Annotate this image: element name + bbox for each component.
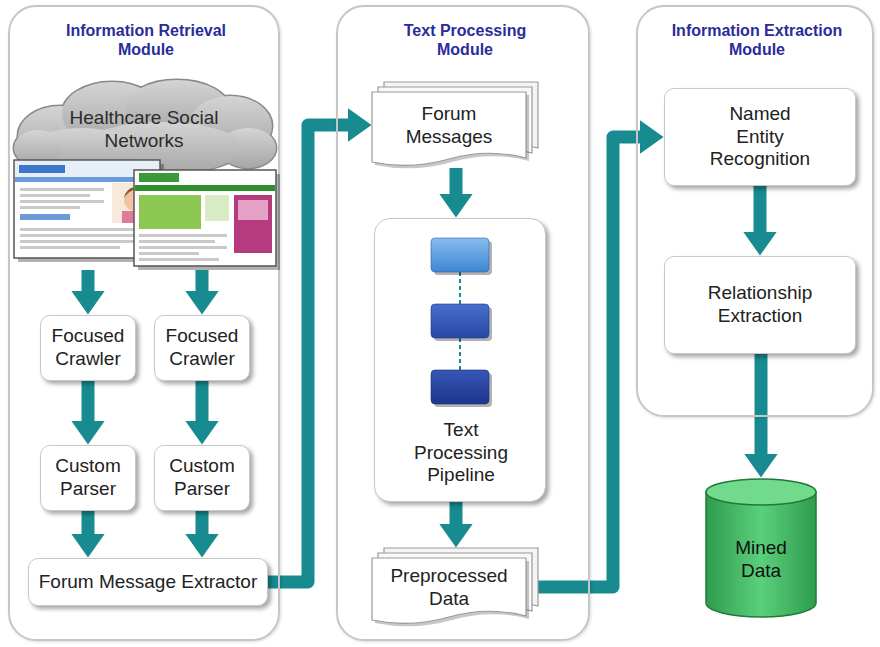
cloud-outline xyxy=(14,80,276,174)
screenshot-nav xyxy=(135,185,275,191)
box-label: Custom Parser xyxy=(41,446,135,510)
screenshot-text-lines xyxy=(139,234,227,261)
screenshot-banner xyxy=(139,195,201,229)
box-label: Forum Message Extractor xyxy=(29,559,267,605)
database-label: Mined Data xyxy=(721,508,801,612)
screenshot-ad xyxy=(234,195,272,253)
website-screenshot xyxy=(134,170,280,270)
module-title: Text Processing Module xyxy=(385,15,545,65)
document-stack-outline xyxy=(372,548,538,626)
process-box: Named Entity Recognition xyxy=(664,88,856,186)
flow-arrow xyxy=(754,186,767,232)
screenshot-shirt xyxy=(122,211,148,223)
cloud-node: Healthcare Social Networks xyxy=(12,78,276,270)
box-label: Named Entity Recognition xyxy=(705,89,815,185)
screenshot-photo xyxy=(112,183,158,223)
box-label: Relationship Extraction xyxy=(665,257,855,353)
screenshot-shadow xyxy=(18,164,164,262)
cloud-lobe xyxy=(14,130,62,166)
flow-arrow xyxy=(450,168,463,194)
document-stack: Preprocessed Data xyxy=(372,548,538,626)
document-page xyxy=(372,92,526,165)
flow-arrow xyxy=(450,502,463,524)
connector-group xyxy=(88,125,761,587)
screenshot-face xyxy=(124,189,146,211)
screenshot-hair xyxy=(124,187,146,198)
screenshot-shadow xyxy=(138,174,280,270)
cylinder-top xyxy=(706,479,816,505)
pipeline-label: Text Processing Pipeline xyxy=(395,409,527,497)
flow-arrow xyxy=(82,511,95,534)
process-box: Focused Crawler xyxy=(154,315,250,381)
flow-arrow xyxy=(82,381,95,421)
process-box: Custom Parser xyxy=(40,445,136,511)
module-panel: Text Processing ModuleForum MessagesText… xyxy=(336,5,590,641)
module-panel: Information Retrieval ModuleHealthcare S… xyxy=(8,5,280,641)
document-label: Preprocessed Data xyxy=(376,562,522,614)
flow-arrow xyxy=(196,381,209,421)
cloud-label: Healthcare Social Networks xyxy=(61,102,227,158)
screenshot-text-lines xyxy=(20,188,150,249)
cylinder-body xyxy=(706,492,816,617)
screenshot-nav xyxy=(15,177,159,182)
module-title: Information Retrieval Module xyxy=(51,15,241,65)
document-label: Forum Messages xyxy=(376,96,522,156)
cloud-lobe xyxy=(14,130,62,166)
box-label: Focused Crawler xyxy=(41,316,135,380)
document-stack: Forum Messages xyxy=(372,82,538,168)
process-box: Focused Crawler xyxy=(40,315,136,381)
screenshot-frame xyxy=(134,170,276,266)
process-box: Custom Parser xyxy=(154,445,250,511)
document-stack-outline xyxy=(372,82,538,168)
flow-arrow xyxy=(755,354,768,454)
website-screenshot xyxy=(14,160,164,262)
screenshot-frame xyxy=(14,160,160,258)
cloud-node-outline xyxy=(12,78,276,270)
pipeline-box: Text Processing Pipeline xyxy=(374,218,546,502)
module-panel: Information Extraction ModuleNamed Entit… xyxy=(636,5,874,417)
screenshot-ad-image xyxy=(238,200,268,220)
process-box: Forum Message Extractor xyxy=(28,558,268,606)
screenshot-block xyxy=(205,195,229,221)
database-cylinder: Mined Data xyxy=(705,478,817,618)
screenshot-link xyxy=(20,214,70,220)
flow-arrow xyxy=(196,511,209,534)
document-page xyxy=(372,558,526,623)
process-box: Relationship Extraction xyxy=(664,256,856,354)
flow-arrow xyxy=(196,270,209,291)
flow-arrow xyxy=(82,270,95,291)
box-label: Custom Parser xyxy=(155,446,249,510)
cloud-fill xyxy=(14,80,276,174)
module-title: Information Extraction Module xyxy=(662,15,852,65)
box-label: Focused Crawler xyxy=(155,316,249,380)
